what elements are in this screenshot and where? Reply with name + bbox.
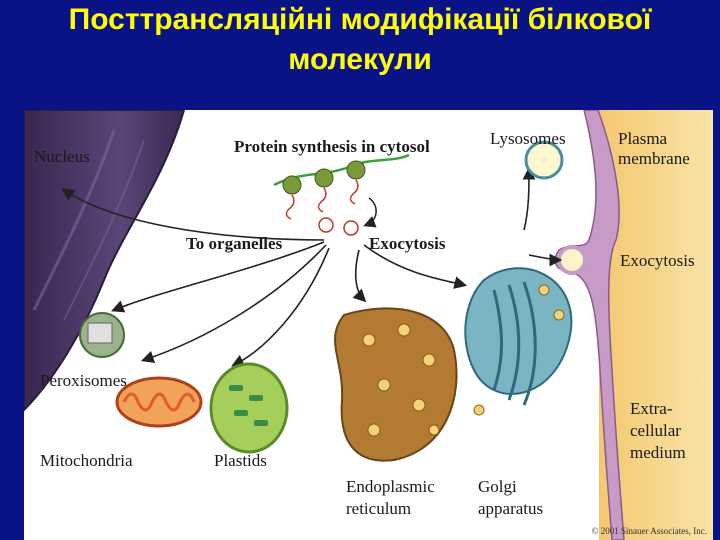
figure-illustration [24, 110, 713, 540]
label-mitochondria: Mitochondria [40, 451, 133, 470]
nucleus [24, 110, 186, 412]
golgi-apparatus [464, 267, 573, 416]
label-plasma-membrane-1: Plasma [618, 129, 668, 148]
label-er-2: reticulum [346, 499, 412, 518]
protein-targeting-figure: Nucleus Protein synthesis in cytosol To … [24, 110, 713, 540]
label-exocytosis-center: Exocytosis [369, 234, 446, 253]
label-peroxisomes: Peroxisomes [40, 371, 127, 390]
sorting-arrows [61, 166, 563, 367]
exocytosis-vesicle [557, 245, 587, 275]
label-plasma-membrane-2: membrane [618, 149, 690, 168]
polypeptide [285, 179, 359, 236]
mitochondrion [115, 376, 203, 428]
label-to-organelles: To organelles [186, 234, 283, 253]
slide-title: Посттрансляційні модифікації білкової мо… [0, 0, 720, 80]
label-golgi-1: Golgi [478, 477, 517, 496]
label-ecm-3: medium [630, 443, 686, 462]
peroxisome [79, 312, 125, 358]
plastid [209, 362, 289, 454]
title-line-2: молекули [288, 43, 432, 76]
figure-credit: © 2001 Sinauer Associates, Inc. [591, 526, 707, 536]
label-lysosomes: Lysosomes [490, 129, 566, 148]
label-ecm-1: Extra- [630, 399, 673, 418]
endoplasmic-reticulum [334, 307, 458, 462]
ribosome [282, 160, 366, 195]
lysosome [524, 140, 564, 180]
label-ecm-2: cellular [630, 421, 681, 440]
label-er-1: Endoplasmic [346, 477, 435, 496]
label-nucleus: Nucleus [34, 147, 90, 166]
title-line-1: Посттрансляційні модифікації білкової [68, 3, 652, 36]
label-plastids: Plastids [214, 451, 267, 470]
label-protein-synthesis: Protein synthesis in cytosol [234, 137, 430, 156]
label-golgi-2: apparatus [478, 499, 544, 518]
plasma-membrane [554, 110, 625, 540]
label-exocytosis-right: Exocytosis [620, 251, 695, 270]
